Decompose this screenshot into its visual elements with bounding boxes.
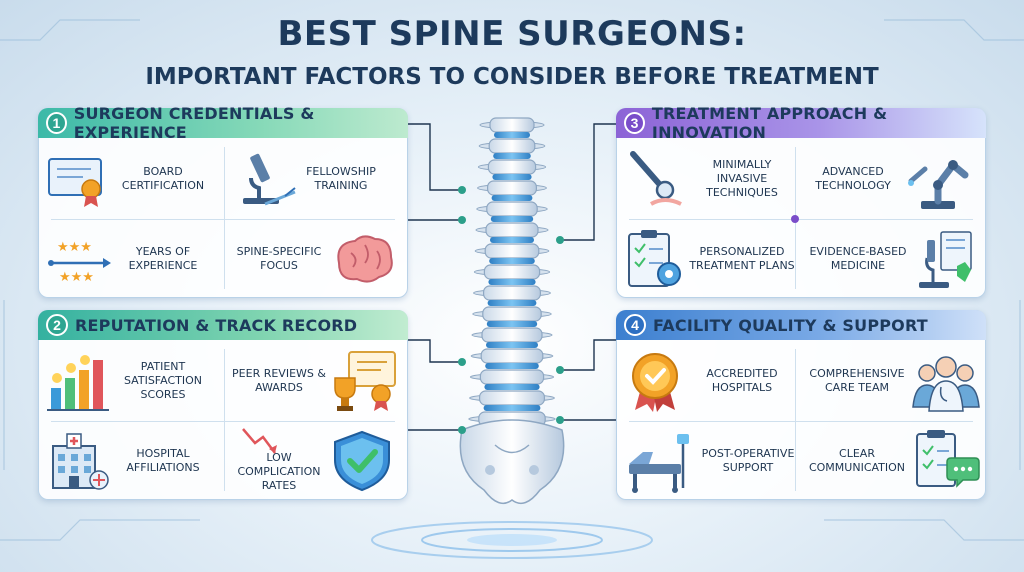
item-label: ADVANCED TECHNOLOGY: [815, 165, 891, 192]
divider: [795, 349, 796, 491]
item-label: HOSPITAL AFFILIATIONS: [126, 447, 200, 474]
section-1-panel: 1 SURGEON CREDENTIALS & EXPERIENCE BOARD…: [38, 104, 409, 298]
divider: [51, 421, 395, 422]
brain-icon: [337, 235, 393, 283]
section-1-number: 1: [46, 112, 67, 134]
surgical-tool-icon: [630, 151, 682, 206]
divider-dot: [791, 215, 799, 223]
section-2-panel: 2 REPUTATION & TRACK RECORD PATIENT SATI…: [38, 310, 408, 500]
clipboard-chat-icon: [916, 430, 980, 488]
care-team-icon: [912, 356, 980, 412]
item-label: PATIENT SATISFACTION SCORES: [124, 360, 202, 401]
spinal-disc: [492, 174, 532, 180]
section-1-heading: SURGEON CREDENTIALS & EXPERIENCE: [73, 104, 315, 142]
item-label: PERSONALIZED TREATMENT PLANS: [689, 245, 795, 272]
spinal-disc: [489, 258, 535, 264]
checklist-gear-icon: [628, 230, 681, 287]
item-label: FELLOWSHIP TRAINING: [306, 165, 376, 192]
item-board-certification: BOARD CERTIFICATION: [43, 141, 223, 217]
section-4-heading: FACILITY QUALITY & SUPPORT: [653, 315, 928, 335]
spinal-disc: [490, 216, 534, 222]
item-post-operative-support: POST-OPERATIVE SUPPORT: [623, 423, 803, 499]
page-title: BEST SPINE SURGEONS:: [277, 14, 747, 54]
page-subtitle: IMPORTANT FACTORS TO CONSIDER BEFORE TRE…: [145, 64, 879, 90]
item-label: MINIMALLY INVASIVE TECHNIQUES: [706, 158, 778, 199]
divider: [51, 219, 395, 220]
trophy-certificate-icon: [334, 351, 396, 411]
shield-check-icon: [334, 430, 390, 492]
section-3-number: 3: [624, 112, 645, 134]
spinal-disc: [486, 321, 538, 327]
section-4-panel: 4 FACILITY QUALITY & SUPPORT ACCREDITED …: [616, 310, 986, 500]
section-4-number: 4: [624, 314, 646, 336]
item-label: LOW COMPLICATION RATES: [237, 451, 321, 492]
divider: [224, 147, 225, 289]
section-1-header: 1 SURGEON CREDENTIALS & EXPERIENCE: [38, 104, 408, 142]
item-label: COMPREHENSIVE CARE TEAM: [809, 367, 905, 394]
bar-chart-smiley-icon: [47, 355, 109, 411]
spinal-disc: [486, 342, 538, 348]
item-peer-reviews-awards: PEER REVIEWS & AWARDS: [229, 343, 409, 419]
divider: [224, 349, 225, 491]
section-3-heading: TREATMENT APPROACH & INNOVATION: [651, 104, 888, 142]
item-label: BOARD CERTIFICATION: [121, 165, 205, 192]
microscope-document-icon: [919, 231, 972, 288]
svg-text:★★★: ★★★: [57, 240, 92, 255]
downtrend-arrow-icon: [242, 428, 277, 454]
item-comprehensive-care-team: COMPREHENSIVE CARE TEAM: [803, 343, 983, 419]
spinal-disc: [494, 132, 530, 138]
stars-timeline-icon: ★★★ ★★★: [48, 240, 111, 285]
item-evidence-based-medicine: EVIDENCE-BASED MEDICINE: [803, 221, 983, 297]
section-4-header: 4 FACILITY QUALITY & SUPPORT: [616, 310, 986, 340]
spinal-disc: [490, 237, 534, 243]
item-label: CLEAR COMMUNICATION: [808, 447, 906, 474]
item-advanced-technology: ADVANCED TECHNOLOGY: [803, 141, 983, 217]
section-2-number: 2: [46, 314, 68, 336]
section-2-heading: REPUTATION & TRACK RECORD: [75, 315, 358, 335]
spinal-disc: [485, 363, 539, 369]
spinal-disc: [493, 153, 531, 159]
item-spine-specific-focus: SPINE-SPECIFIC FOCUS: [229, 221, 409, 297]
item-personalized-treatment-plans: PERSONALIZED TREATMENT PLANS: [621, 221, 801, 297]
item-minimally-invasive-techniques: MINIMALLY INVASIVE TECHNIQUES: [621, 141, 801, 217]
hospital-icon: [52, 433, 109, 490]
spinal-disc: [487, 300, 537, 306]
microscope-icon: [243, 153, 296, 206]
award-badge-icon: [632, 353, 678, 412]
item-label: PEER REVIEWS & AWARDS: [232, 367, 326, 394]
item-fellowship-training: FELLOWSHIP TRAINING: [229, 141, 409, 217]
item-label: SPINE-SPECIFIC FOCUS: [236, 245, 322, 272]
item-patient-satisfaction-scores: PATIENT SATISFACTION SCORES: [43, 343, 223, 419]
spinal-disc: [483, 405, 541, 411]
item-accredited-hospitals: ACCREDITED HOSPITALS: [623, 343, 803, 419]
item-years-of-experience: ★★★ ★★★ YEARS OF EXPERIENCE: [43, 221, 223, 297]
item-low-complication-rates: LOW COMPLICATION RATES: [229, 423, 409, 499]
item-clear-communication: CLEAR COMMUNICATION: [803, 423, 983, 499]
item-label: POST-OPERATIVE SUPPORT: [701, 447, 795, 474]
item-label: EVIDENCE-BASED MEDICINE: [809, 245, 907, 272]
section-2-header: 2 REPUTATION & TRACK RECORD: [38, 310, 408, 340]
svg-text:★★★: ★★★: [59, 270, 94, 285]
divider: [629, 421, 973, 422]
item-label: ACCREDITED HOSPITALS: [706, 367, 778, 394]
robotic-arm-icon: [908, 159, 969, 209]
item-label: YEARS OF EXPERIENCE: [128, 245, 198, 272]
section-3-header: 3 TREATMENT APPROACH & INNOVATION: [616, 104, 986, 142]
hospital-bed-icon: [629, 434, 689, 493]
spinal-disc: [488, 279, 536, 285]
section-3-panel: 3 TREATMENT APPROACH & INNOVATION MINIMA…: [616, 104, 986, 298]
spinal-disc: [491, 195, 533, 201]
item-hospital-affiliations: HOSPITAL AFFILIATIONS: [43, 423, 223, 499]
certificate-icon: [48, 158, 102, 207]
divider: [629, 219, 973, 220]
spinal-disc: [484, 384, 540, 390]
